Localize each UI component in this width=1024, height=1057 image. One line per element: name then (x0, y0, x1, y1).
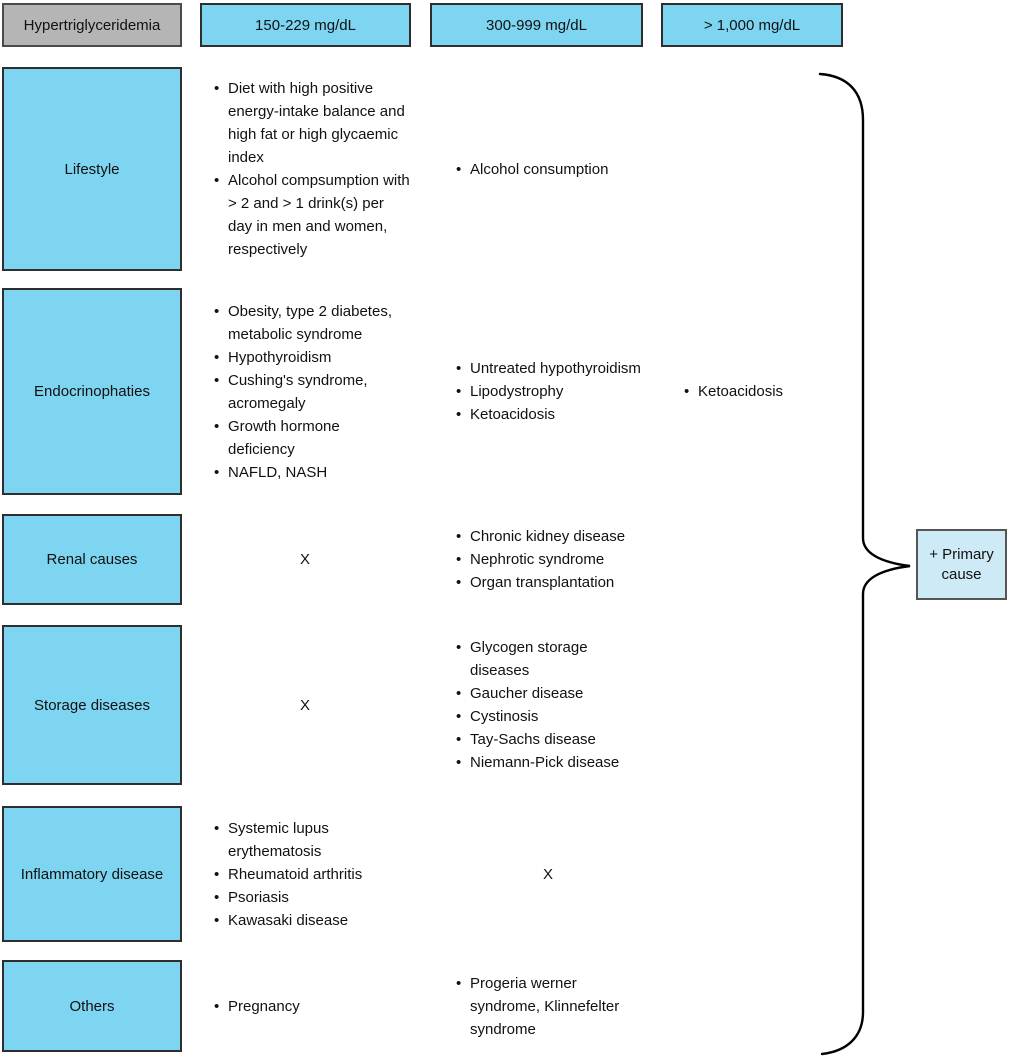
header-column-150-229: 150-229 mg/dL (200, 3, 411, 47)
cell-inflammatory-over-1000 (668, 806, 843, 942)
list-item: Rheumatoid arthritis (214, 863, 410, 886)
list-item: Niemann-Pick disease (456, 751, 642, 774)
cell-others-300-999: Progeria werner syndrome, Klinnefelter s… (440, 960, 656, 1052)
category-box-endocrinophaties: Endocrinophaties (2, 288, 182, 495)
cell-endocrinophaties-300-999: Untreated hypothyroidismLipodystrophyKet… (440, 288, 656, 495)
category-box-others: Others (2, 960, 182, 1052)
bullet-list: Ketoacidosis (684, 380, 836, 403)
list-item: Glycogen storage diseases (456, 636, 642, 682)
cell-others-over-1000 (668, 960, 843, 1052)
list-item: Diet with high positive energy-intake ba… (214, 77, 410, 169)
category-box-inflammatory-disease: Inflammatory disease (2, 806, 182, 942)
header-column-300-999: 300-999 mg/dL (430, 3, 643, 47)
x-mark: X (542, 865, 553, 883)
primary-cause-label: + Primary cause (929, 545, 994, 583)
cell-lifestyle-300-999: Alcohol consumption (440, 67, 656, 271)
list-item: Alcohol compsumption with > 2 and > 1 dr… (214, 169, 410, 261)
list-item: Alcohol consumption (456, 158, 642, 181)
header-column-label: 150-229 mg/dL (255, 16, 356, 34)
cell-others-150-229: Pregnancy (198, 960, 412, 1052)
list-item: Tay-Sachs disease (456, 728, 642, 751)
cell-endocrinophaties-150-229: Obesity, type 2 diabetes, metabolic synd… (198, 288, 412, 495)
cell-renal-150-229: X (198, 514, 412, 605)
list-item: Progeria werner syndrome, Klinnefelter s… (456, 972, 642, 1041)
list-item: Obesity, type 2 diabetes, metabolic synd… (214, 300, 410, 346)
list-item: Growth hormone deficiency (214, 415, 410, 461)
list-item: Nephrotic syndrome (456, 548, 642, 571)
category-label: Others (69, 997, 115, 1015)
cell-storage-150-229: X (198, 625, 412, 785)
category-label: Storage diseases (34, 696, 150, 714)
bullet-list: Alcohol consumption (456, 158, 642, 181)
cell-storage-over-1000 (668, 625, 843, 785)
cell-lifestyle-150-229: Diet with high positive energy-intake ba… (198, 67, 412, 271)
bullet-list: Pregnancy (214, 995, 410, 1018)
header-column-over-1000: > 1,000 mg/dL (661, 3, 843, 47)
category-label: Inflammatory disease (20, 865, 164, 883)
header-column-label: > 1,000 mg/dL (703, 16, 801, 34)
list-item: Lipodystrophy (456, 380, 642, 403)
list-item: Pregnancy (214, 995, 410, 1018)
list-item: Ketoacidosis (456, 403, 642, 426)
category-label: Renal causes (46, 551, 138, 568)
header-title: Hypertriglyceridemia (23, 16, 161, 34)
cell-renal-over-1000 (668, 514, 843, 605)
category-label: Endocrinophaties (34, 383, 150, 400)
header-title-box: Hypertriglyceridemia (2, 3, 182, 47)
list-item: Cushing's syndrome, acromegaly (214, 369, 410, 415)
list-item: Systemic lupus erythematosis (214, 817, 410, 863)
cell-endocrinophaties-over-1000: Ketoacidosis (668, 288, 843, 495)
cell-renal-300-999: Chronic kidney diseaseNephrotic syndrome… (440, 514, 656, 605)
cell-inflammatory-150-229: Systemic lupus erythematosisRheumatoid a… (198, 806, 412, 942)
header-column-label: 300-999 mg/dL (486, 16, 587, 34)
x-mark: X (299, 551, 310, 568)
list-item: Untreated hypothyroidism (456, 357, 642, 380)
bullet-list: Obesity, type 2 diabetes, metabolic synd… (214, 300, 410, 484)
bullet-list: Diet with high positive energy-intake ba… (214, 77, 410, 261)
bullet-list: Progeria werner syndrome, Klinnefelter s… (456, 972, 642, 1041)
cell-inflammatory-300-999: X (440, 806, 656, 942)
list-item: Psoriasis (214, 886, 410, 909)
category-box-renal-causes: Renal causes (2, 514, 182, 605)
list-item: Cystinosis (456, 705, 642, 728)
category-label: Lifestyle (64, 160, 120, 178)
cell-lifestyle-over-1000 (668, 67, 843, 271)
bullet-list: Glycogen storage diseasesGaucher disease… (456, 636, 642, 774)
list-item: Gaucher disease (456, 682, 642, 705)
bullet-list: Untreated hypothyroidismLipodystrophyKet… (456, 357, 642, 426)
cell-storage-300-999: Glycogen storage diseasesGaucher disease… (440, 625, 656, 785)
primary-cause-box: + Primary cause (916, 529, 1007, 600)
x-mark: X (299, 696, 310, 714)
category-box-lifestyle: Lifestyle (2, 67, 182, 271)
category-box-storage-diseases: Storage diseases (2, 625, 182, 785)
bullet-list: Systemic lupus erythematosisRheumatoid a… (214, 817, 410, 932)
list-item: Organ transplantation (456, 571, 642, 594)
list-item: NAFLD, NASH (214, 461, 410, 484)
list-item: Kawasaki disease (214, 909, 410, 932)
bullet-list: Chronic kidney diseaseNephrotic syndrome… (456, 525, 642, 594)
list-item: Hypothyroidism (214, 346, 410, 369)
list-item: Chronic kidney disease (456, 525, 642, 548)
list-item: Ketoacidosis (684, 380, 836, 403)
